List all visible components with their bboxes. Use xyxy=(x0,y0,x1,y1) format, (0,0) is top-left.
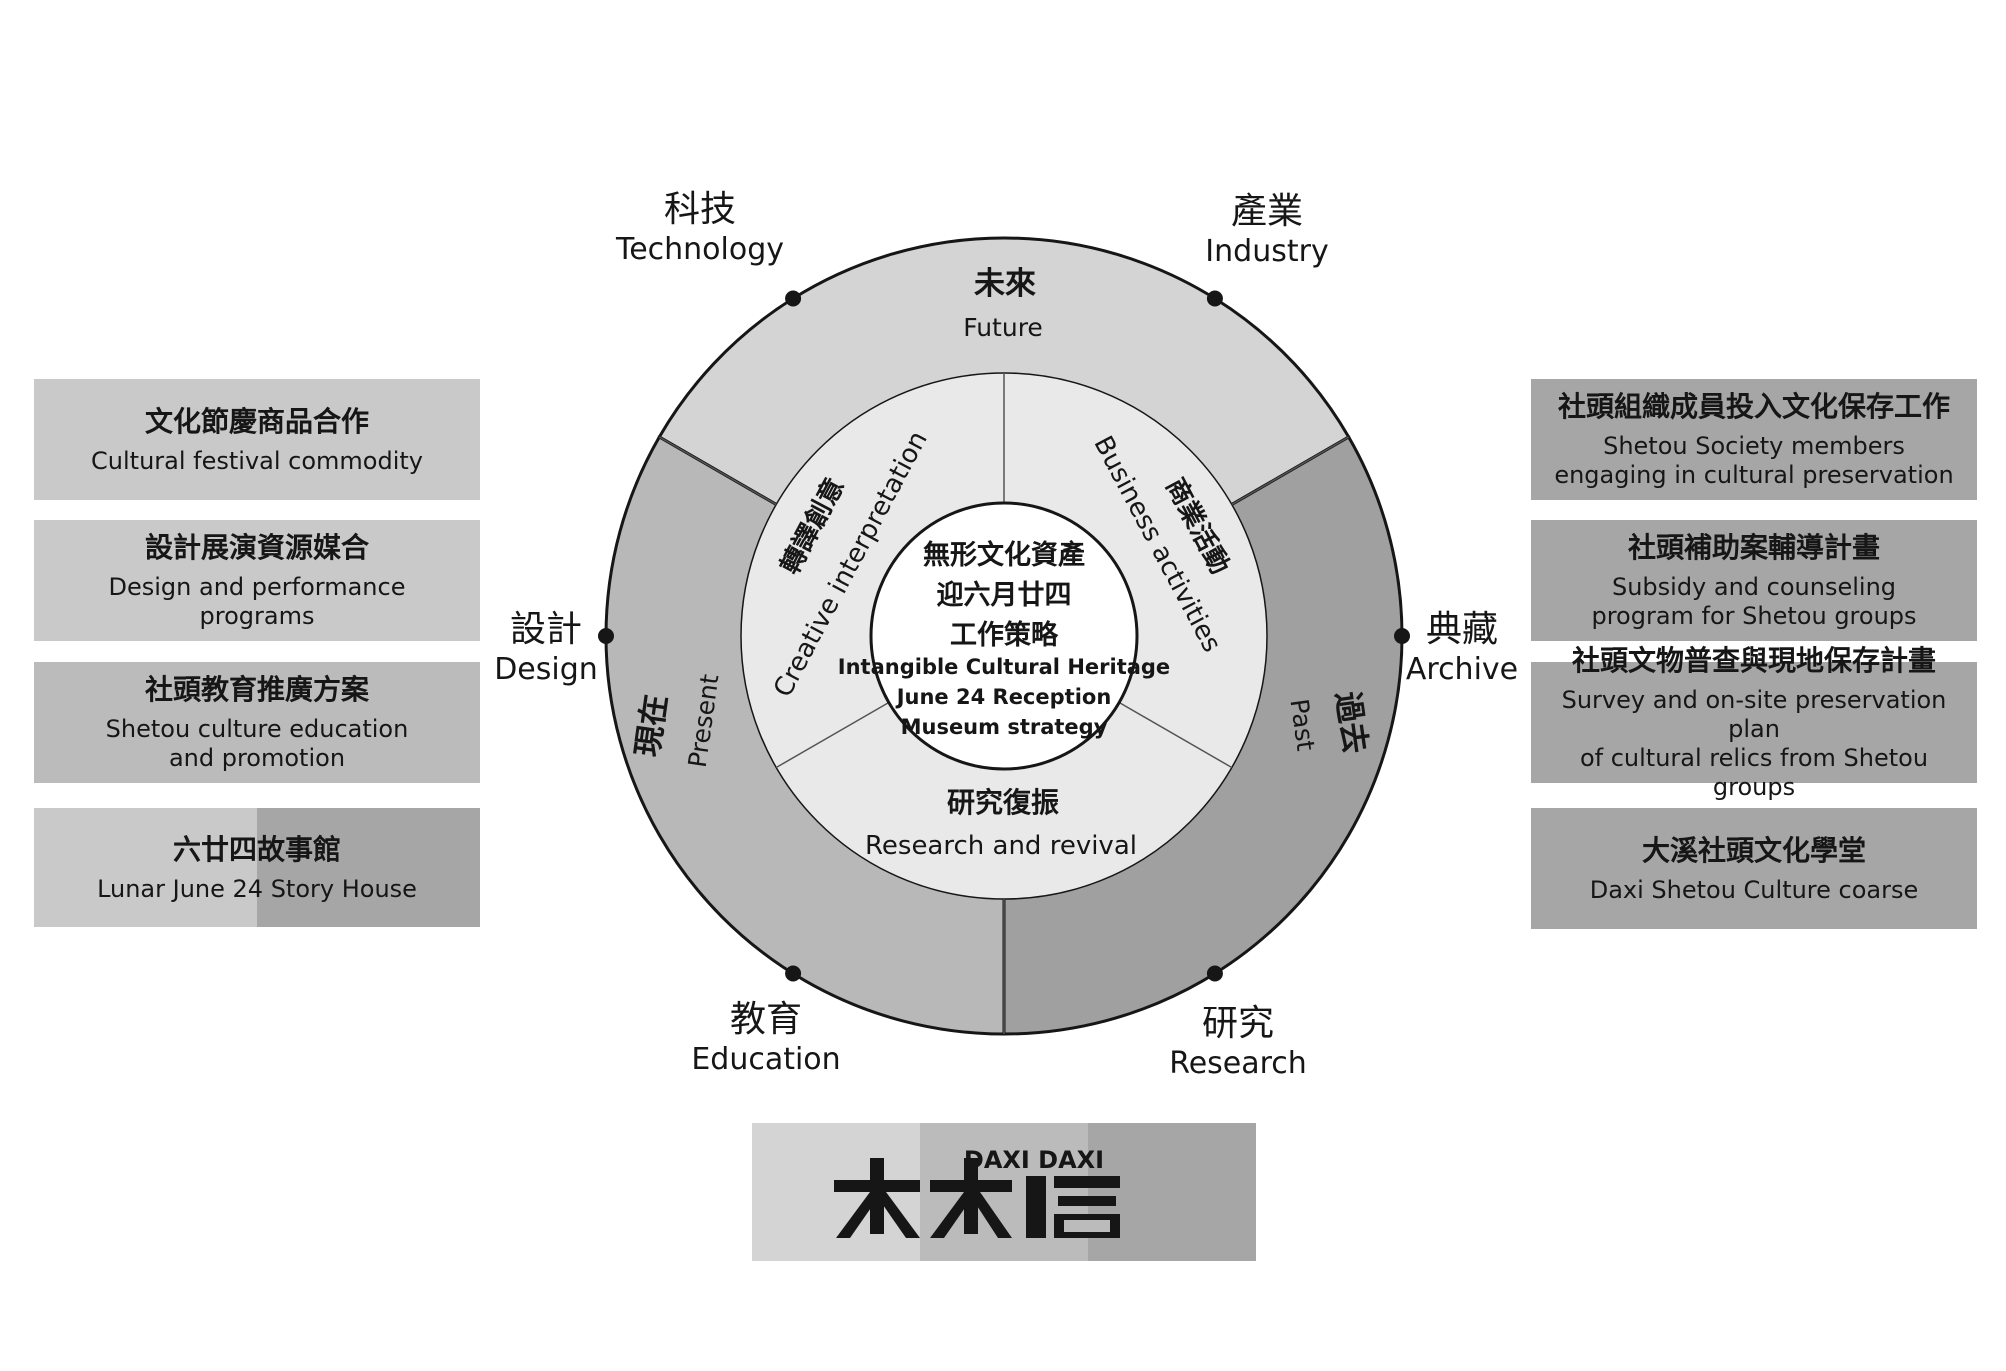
center-circle xyxy=(869,501,1139,771)
left-box-3-title: 社頭教育推廣方案 xyxy=(144,673,369,707)
left-box-festival-commodity: 文化節慶商品合作 Cultural festival commodity xyxy=(34,379,480,500)
inner-divider-left xyxy=(775,701,890,769)
daxi-logo-wordmark: DAXI DAXI xyxy=(964,1146,1104,1174)
node-technology-zh: 科技 xyxy=(663,189,737,230)
left-box-education-promotion: 社頭教育推廣方案 Shetou culture education and pr… xyxy=(34,662,480,783)
node-label-education: 教育 Education xyxy=(691,998,840,1079)
right-box-2-title: 社頭補助案輔導計畫 xyxy=(1627,531,1880,565)
right-box-1-subtitle: Shetou Society members engaging in cultu… xyxy=(1554,432,1954,489)
left-box-2-subtitle: Design and performance programs xyxy=(108,573,406,630)
node-label-archive: 典藏 Archive xyxy=(1406,608,1518,689)
center-line-zh-2: 迎六月廿四 xyxy=(937,580,1072,611)
daxi-logo-banner: DAXI DAXI xyxy=(752,1123,1256,1261)
segment-past-zh: 過去 xyxy=(1329,689,1373,755)
node-design-zh: 設計 xyxy=(509,609,582,650)
node-education-zh: 教育 xyxy=(729,999,803,1040)
left-box-4-title: 六廿四故事館 xyxy=(172,832,341,866)
node-label-research: 研究 Research xyxy=(1169,1002,1307,1083)
outer-divider-right xyxy=(1231,436,1350,506)
node-dot-education xyxy=(785,965,802,982)
node-design-en: Design xyxy=(494,652,598,688)
node-dot-technology xyxy=(785,290,802,307)
daxi-logo-mark: DAXI DAXI xyxy=(752,1123,1256,1261)
node-archive-zh: 典藏 xyxy=(1425,609,1499,650)
segment-present-zh: 現在 xyxy=(630,692,674,758)
node-research-en: Research xyxy=(1169,1046,1307,1082)
segment-future-en: Future xyxy=(963,313,1043,342)
right-box-3-title: 社頭文物普查與現地保存計畫 xyxy=(1571,644,1936,678)
node-dots xyxy=(598,290,1410,982)
left-box-2-title: 設計展演資源媒合 xyxy=(144,531,369,565)
center-line-zh-1: 無形文化資產 xyxy=(923,539,1085,571)
outer-divider-left xyxy=(658,436,777,506)
right-box-1-title: 社頭組織成員投入文化保存工作 xyxy=(1557,390,1950,424)
node-industry-en: Industry xyxy=(1205,234,1329,270)
right-box-subsidy-counseling: 社頭補助案輔導計畫 Subsidy and counseling program… xyxy=(1531,520,1977,641)
daxi-logo-graphic: DAXI DAXI xyxy=(834,1146,1120,1238)
node-research-zh: 研究 xyxy=(1201,1003,1275,1044)
center-line-en-2: June 24 Reception xyxy=(895,685,1112,709)
right-box-2-subtitle: Subsidy and counseling program for Sheto… xyxy=(1591,573,1917,630)
center-line-zh-3: 工作策略 xyxy=(950,619,1059,651)
node-dot-industry xyxy=(1206,290,1223,307)
right-box-4-subtitle: Daxi Shetou Culture coarse xyxy=(1589,875,1919,904)
node-industry-zh: 產業 xyxy=(1230,191,1303,232)
node-label-design: 設計 Design xyxy=(494,608,598,689)
node-label-industry: 產業 Industry xyxy=(1205,190,1328,271)
segment-past-en: Past xyxy=(1284,697,1320,753)
node-dot-research xyxy=(1206,965,1223,982)
left-box-4-subtitle: Lunar June 24 Story House xyxy=(97,874,417,903)
node-dot-archive xyxy=(1394,628,1410,644)
node-archive-en: Archive xyxy=(1405,652,1519,688)
segment-research-zh: 研究復振 xyxy=(947,786,1059,819)
right-box-3-subtitle: Survey and on-site preservation plan of … xyxy=(1561,686,1947,801)
center-line-en-3: Museum strategy xyxy=(901,715,1108,739)
left-box-1-title: 文化節慶商品合作 xyxy=(144,404,369,438)
inner-divider-right xyxy=(1118,701,1233,769)
left-box-1-subtitle: Cultural festival commodity xyxy=(91,446,423,475)
right-box-4-title: 大溪社頭文化學堂 xyxy=(1641,833,1866,867)
node-dot-design xyxy=(598,628,614,644)
left-box-design-performance: 設計展演資源媒合 Design and performance programs xyxy=(34,520,480,641)
right-box-culture-course: 大溪社頭文化學堂 Daxi Shetou Culture coarse xyxy=(1531,808,1977,929)
right-box-relics-survey: 社頭文物普查與現地保存計畫 Survey and on-site preserv… xyxy=(1531,644,1977,801)
node-education-en: Education xyxy=(691,1042,841,1078)
center-line-en-1: Intangible Cultural Heritage xyxy=(838,655,1170,679)
segment-research-en: Research and revival xyxy=(865,831,1137,861)
node-label-technology: 科技 Technology xyxy=(616,188,784,269)
segment-future-zh: 未來 xyxy=(974,266,1036,302)
left-box-story-house: 六廿四故事館 Lunar June 24 Story House xyxy=(34,808,480,927)
left-box-3-subtitle: Shetou culture education and promotion xyxy=(105,715,409,772)
node-technology-en: Technology xyxy=(615,232,785,268)
right-box-members-preservation: 社頭組織成員投入文化保存工作 Shetou Society members en… xyxy=(1531,379,1977,500)
